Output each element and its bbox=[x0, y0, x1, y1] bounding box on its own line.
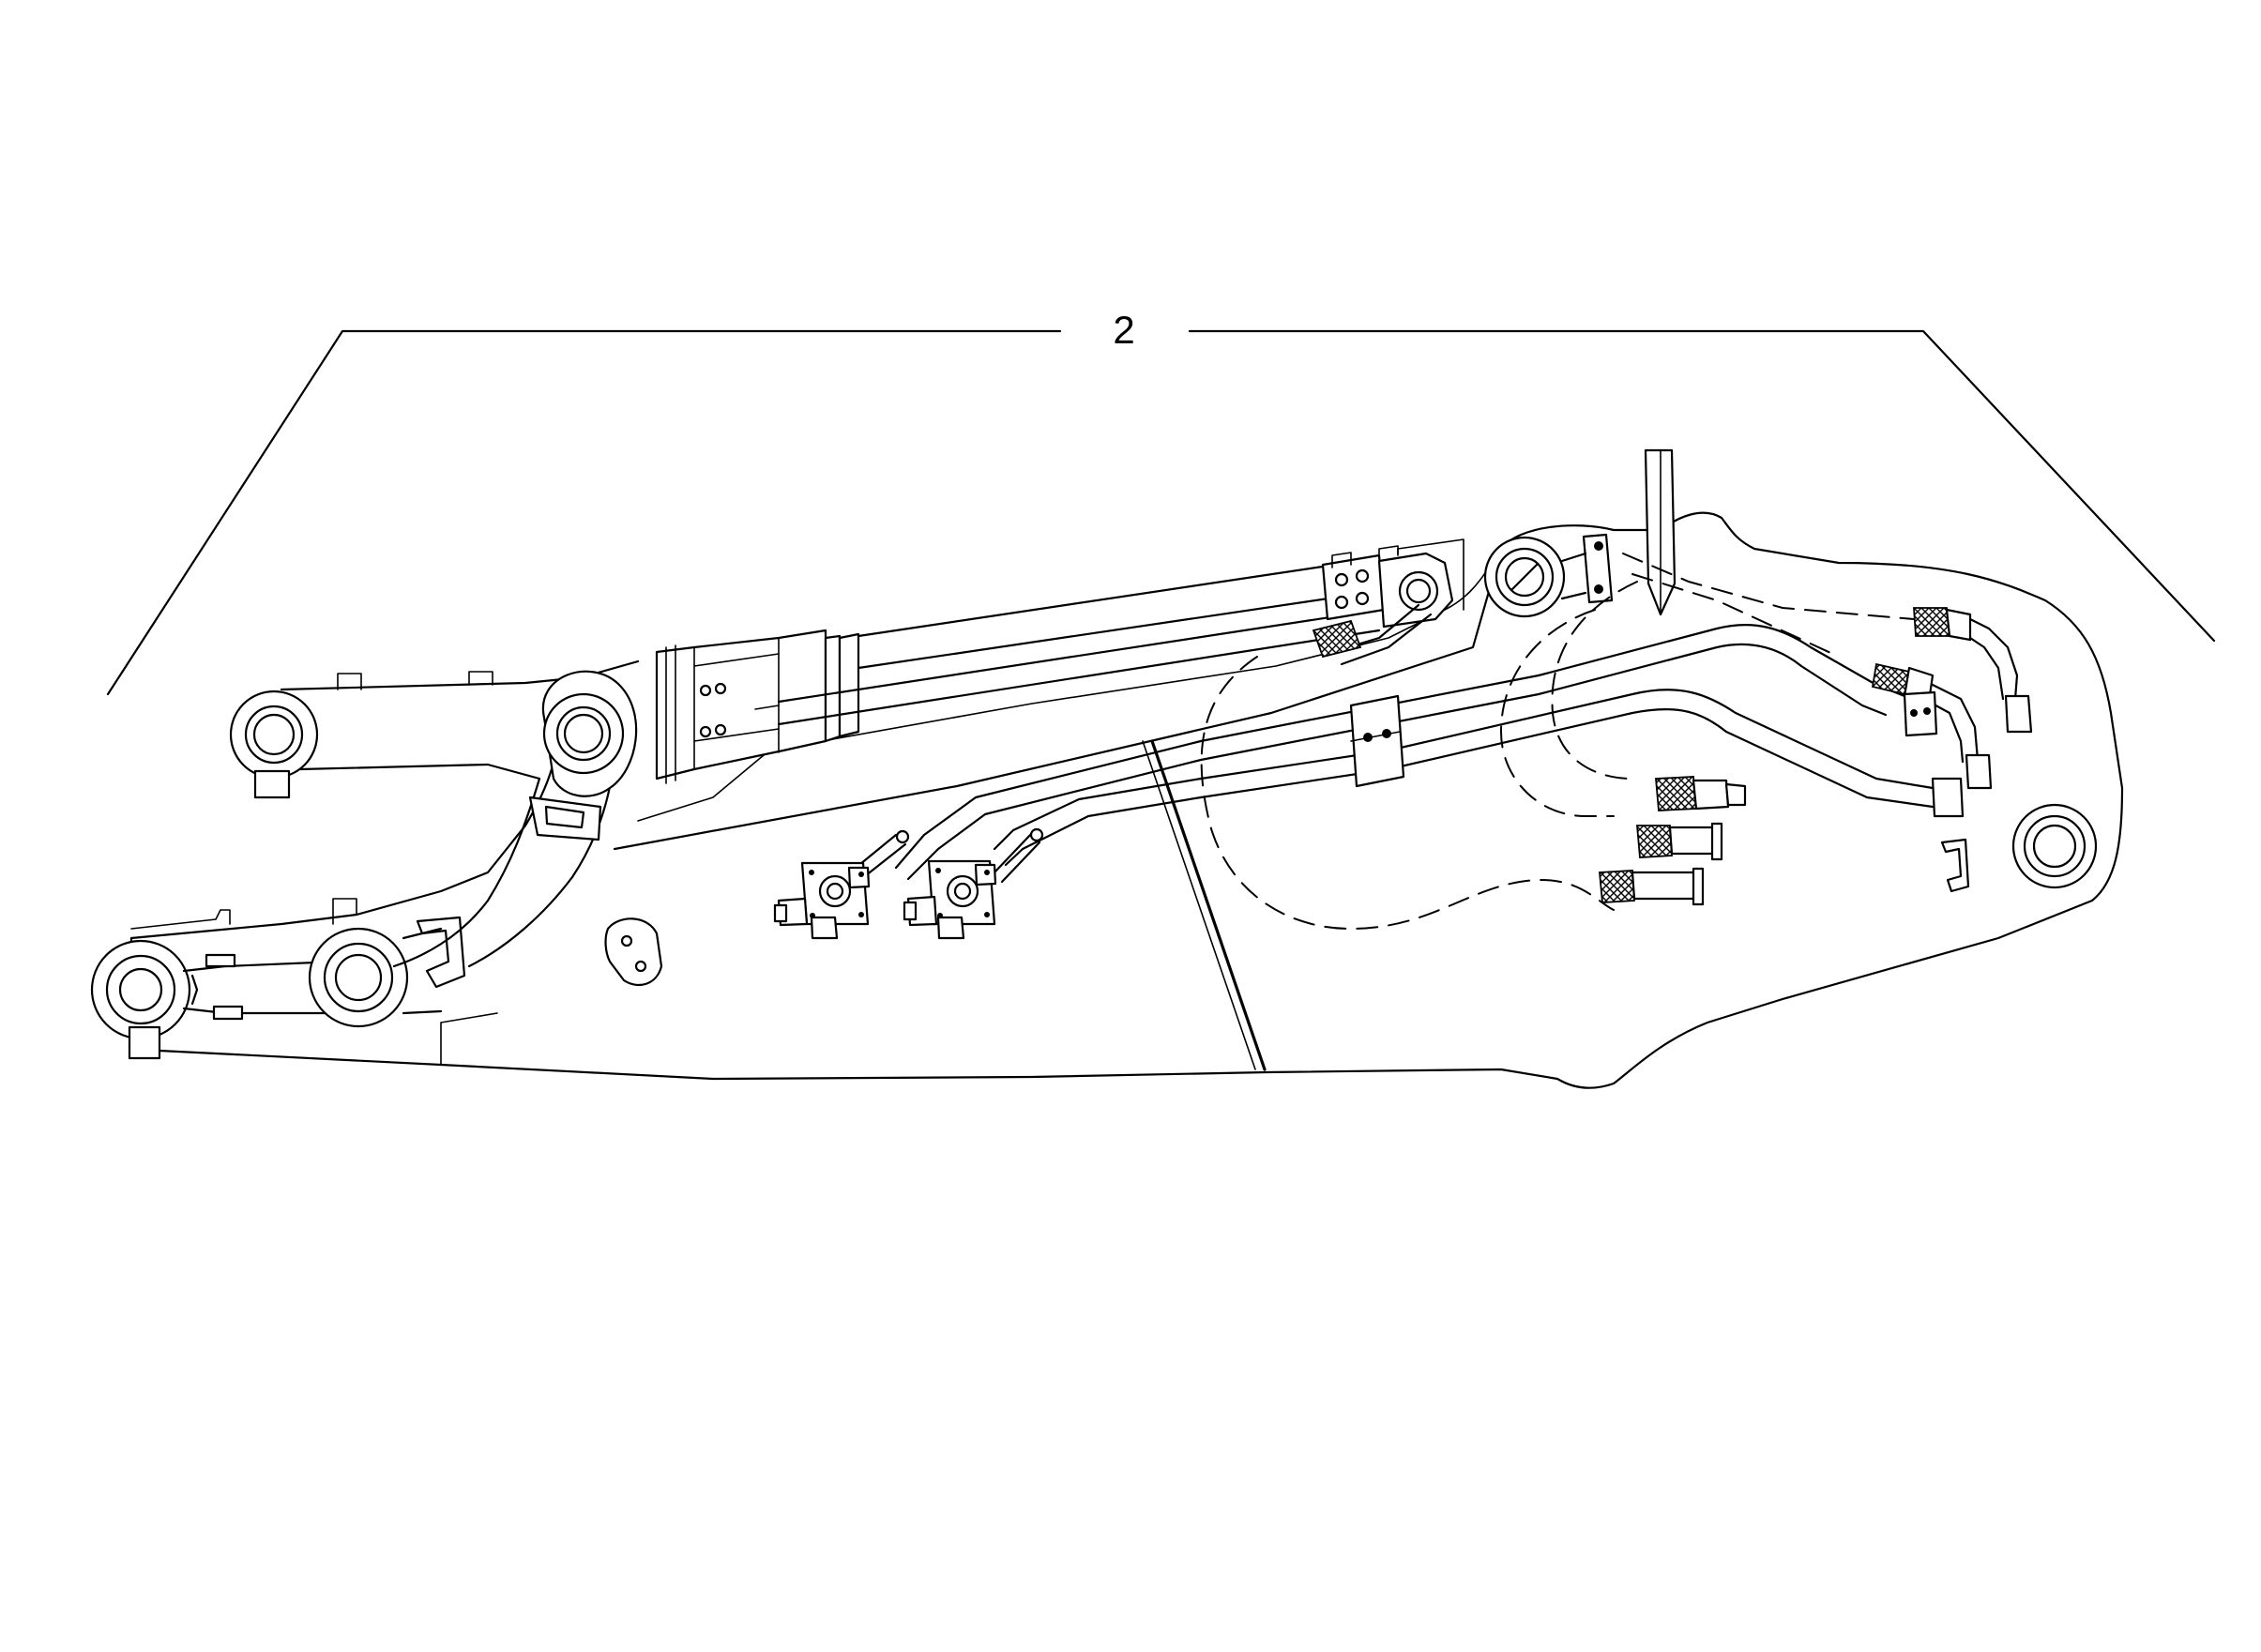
manifold-block-left bbox=[773, 829, 910, 940]
hose-ends bbox=[1599, 776, 1747, 906]
boom-body bbox=[158, 511, 2124, 1089]
cylinder-mount-bracket bbox=[1331, 545, 1399, 568]
hydraulic-pipes bbox=[894, 603, 1935, 881]
lifting-stake bbox=[1644, 448, 1677, 616]
hydraulic-cylinder bbox=[655, 538, 1464, 784]
hidden-hoses bbox=[1200, 553, 1915, 931]
boom-foot bbox=[90, 711, 558, 1060]
access-cover bbox=[604, 917, 663, 987]
cylinder-bolts bbox=[699, 682, 727, 738]
arm-pivot bbox=[1483, 533, 1614, 618]
callout-label: 2 bbox=[1113, 308, 1134, 352]
boom-gooseneck bbox=[229, 659, 640, 968]
hose-fittings-right bbox=[1871, 607, 2033, 818]
manifold-block-right bbox=[903, 827, 1044, 940]
boom-tip bbox=[1940, 803, 2098, 893]
callout-bracket: 2 bbox=[106, 308, 2216, 696]
